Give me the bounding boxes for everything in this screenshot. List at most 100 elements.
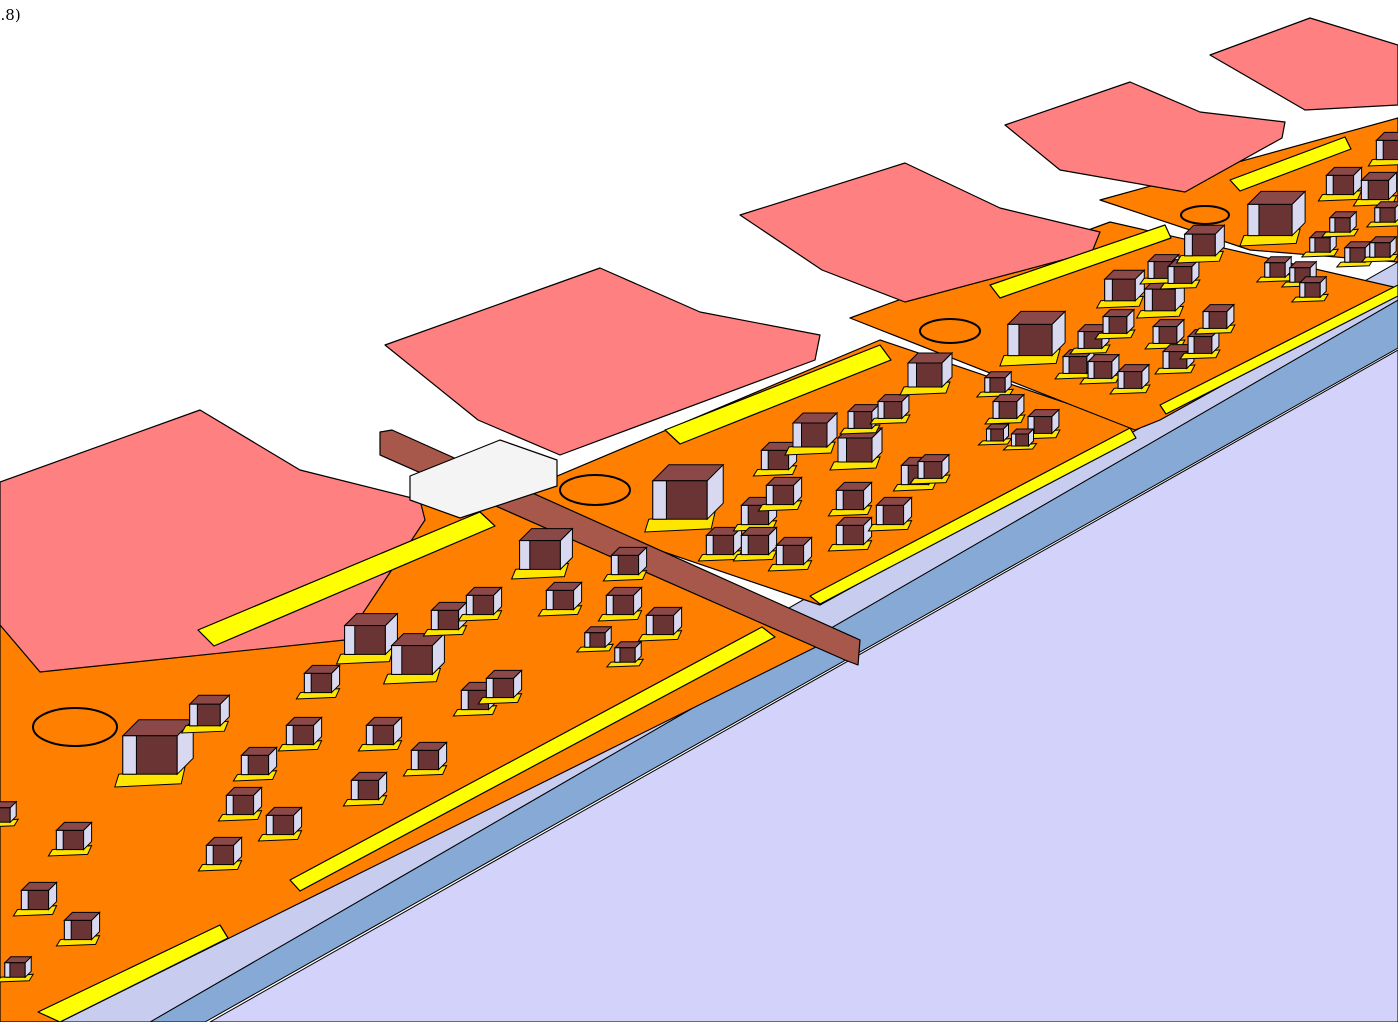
component-cap-left [265,814,274,836]
component-cap-right [24,955,32,979]
component-cap-left [614,647,621,663]
flex-pad-5 [1209,17,1398,111]
component-cap-left [122,735,137,775]
component-cap-left [705,534,714,556]
component-cap-left [775,544,784,566]
smd-component [114,718,195,788]
component-cap-right [1004,370,1012,394]
smd-component [232,746,278,782]
component-cap-right [1389,235,1397,259]
component-cap-left [1077,331,1085,349]
component-cap-right [863,481,873,511]
component-cap-left [1247,203,1260,237]
component-cap-left [740,504,749,526]
smd-component [767,536,813,572]
smd-component [47,821,93,857]
smd-component [899,351,954,396]
ring-4 [1180,205,1230,225]
component-cap-right [48,881,58,911]
smd-component [0,800,20,827]
smd-component [999,310,1067,367]
component-cap-right [673,606,683,636]
bus-bar-2b [809,427,1137,605]
smd-component [732,526,778,562]
smd-component [1290,275,1330,303]
component-cap-left [837,437,847,463]
component-cap-left [1369,242,1376,258]
smd-component [597,586,643,622]
component-cap-right [513,669,523,699]
smd-component [784,411,839,456]
smd-component [357,716,403,752]
component-cap-left [605,594,614,616]
component-cap-right [706,463,724,521]
component-cap-left [1309,237,1316,253]
component-cap-left [1360,179,1369,201]
component-cap-left [792,422,802,448]
component-cap-left [835,524,844,546]
smd-component [335,612,399,665]
component-cap-right [393,716,403,746]
component-cap-right [9,800,17,824]
component-cap-left [877,401,885,419]
smd-component [217,786,263,822]
component-cap-right [1028,427,1034,448]
component-cap-left [1087,361,1095,379]
component-cap-right [803,536,813,566]
component-cap-right [1388,171,1398,201]
component-cap-right [941,351,953,389]
component-cap-left [907,362,917,388]
bus-bar-3b [1159,284,1398,415]
component-cap-right [293,806,303,836]
smd-component [197,836,243,872]
flex-pad-3 [739,162,1101,303]
component-cap-right [1214,223,1225,258]
smd-component [575,625,615,653]
component-cap-right [863,516,873,546]
component-cap-left [1289,267,1296,283]
component-cap-left [1329,217,1336,233]
component-cap-left [1264,262,1271,278]
ground-plane [209,349,1398,1022]
smd-component [342,771,388,807]
smd-component [0,955,35,983]
component-cap-left [344,625,356,655]
component-cap-left [430,609,439,631]
flex-pad-4 [1004,81,1286,193]
bus-bar-2a [664,344,892,445]
component-cap-left [1011,433,1017,447]
component-cap-right [233,836,243,866]
smd-component [1079,353,1121,385]
smd-component [605,640,645,668]
component-cap-left [875,504,884,526]
smd-component [637,606,683,642]
component-cap-left [20,889,29,911]
component-cap-left [835,489,844,511]
component-cap-left [485,677,494,699]
smd-component [510,527,574,580]
component-cap-right [1051,310,1066,357]
smd-component [644,463,725,533]
component-cap-left [205,844,214,866]
smd-component [977,422,1013,446]
smd-component [1365,201,1398,228]
component-cap-right [493,586,503,616]
smd-component [867,496,913,532]
smd-component [827,481,873,517]
component-cap-right [638,546,648,576]
component-cap-right [1141,363,1150,390]
connector-block [409,439,558,519]
component-cap-left [1007,323,1020,357]
view-label: 3.8) [0,6,21,24]
component-cap-left [760,449,769,471]
smd-component [1360,235,1398,263]
component-cap-right [793,476,803,506]
component-cap-left [1152,326,1160,344]
smd-component [295,664,341,700]
component-cap-left [1144,288,1153,312]
smd-component [537,581,583,617]
component-cap-left [1104,278,1113,302]
component-cap-left [986,428,992,442]
